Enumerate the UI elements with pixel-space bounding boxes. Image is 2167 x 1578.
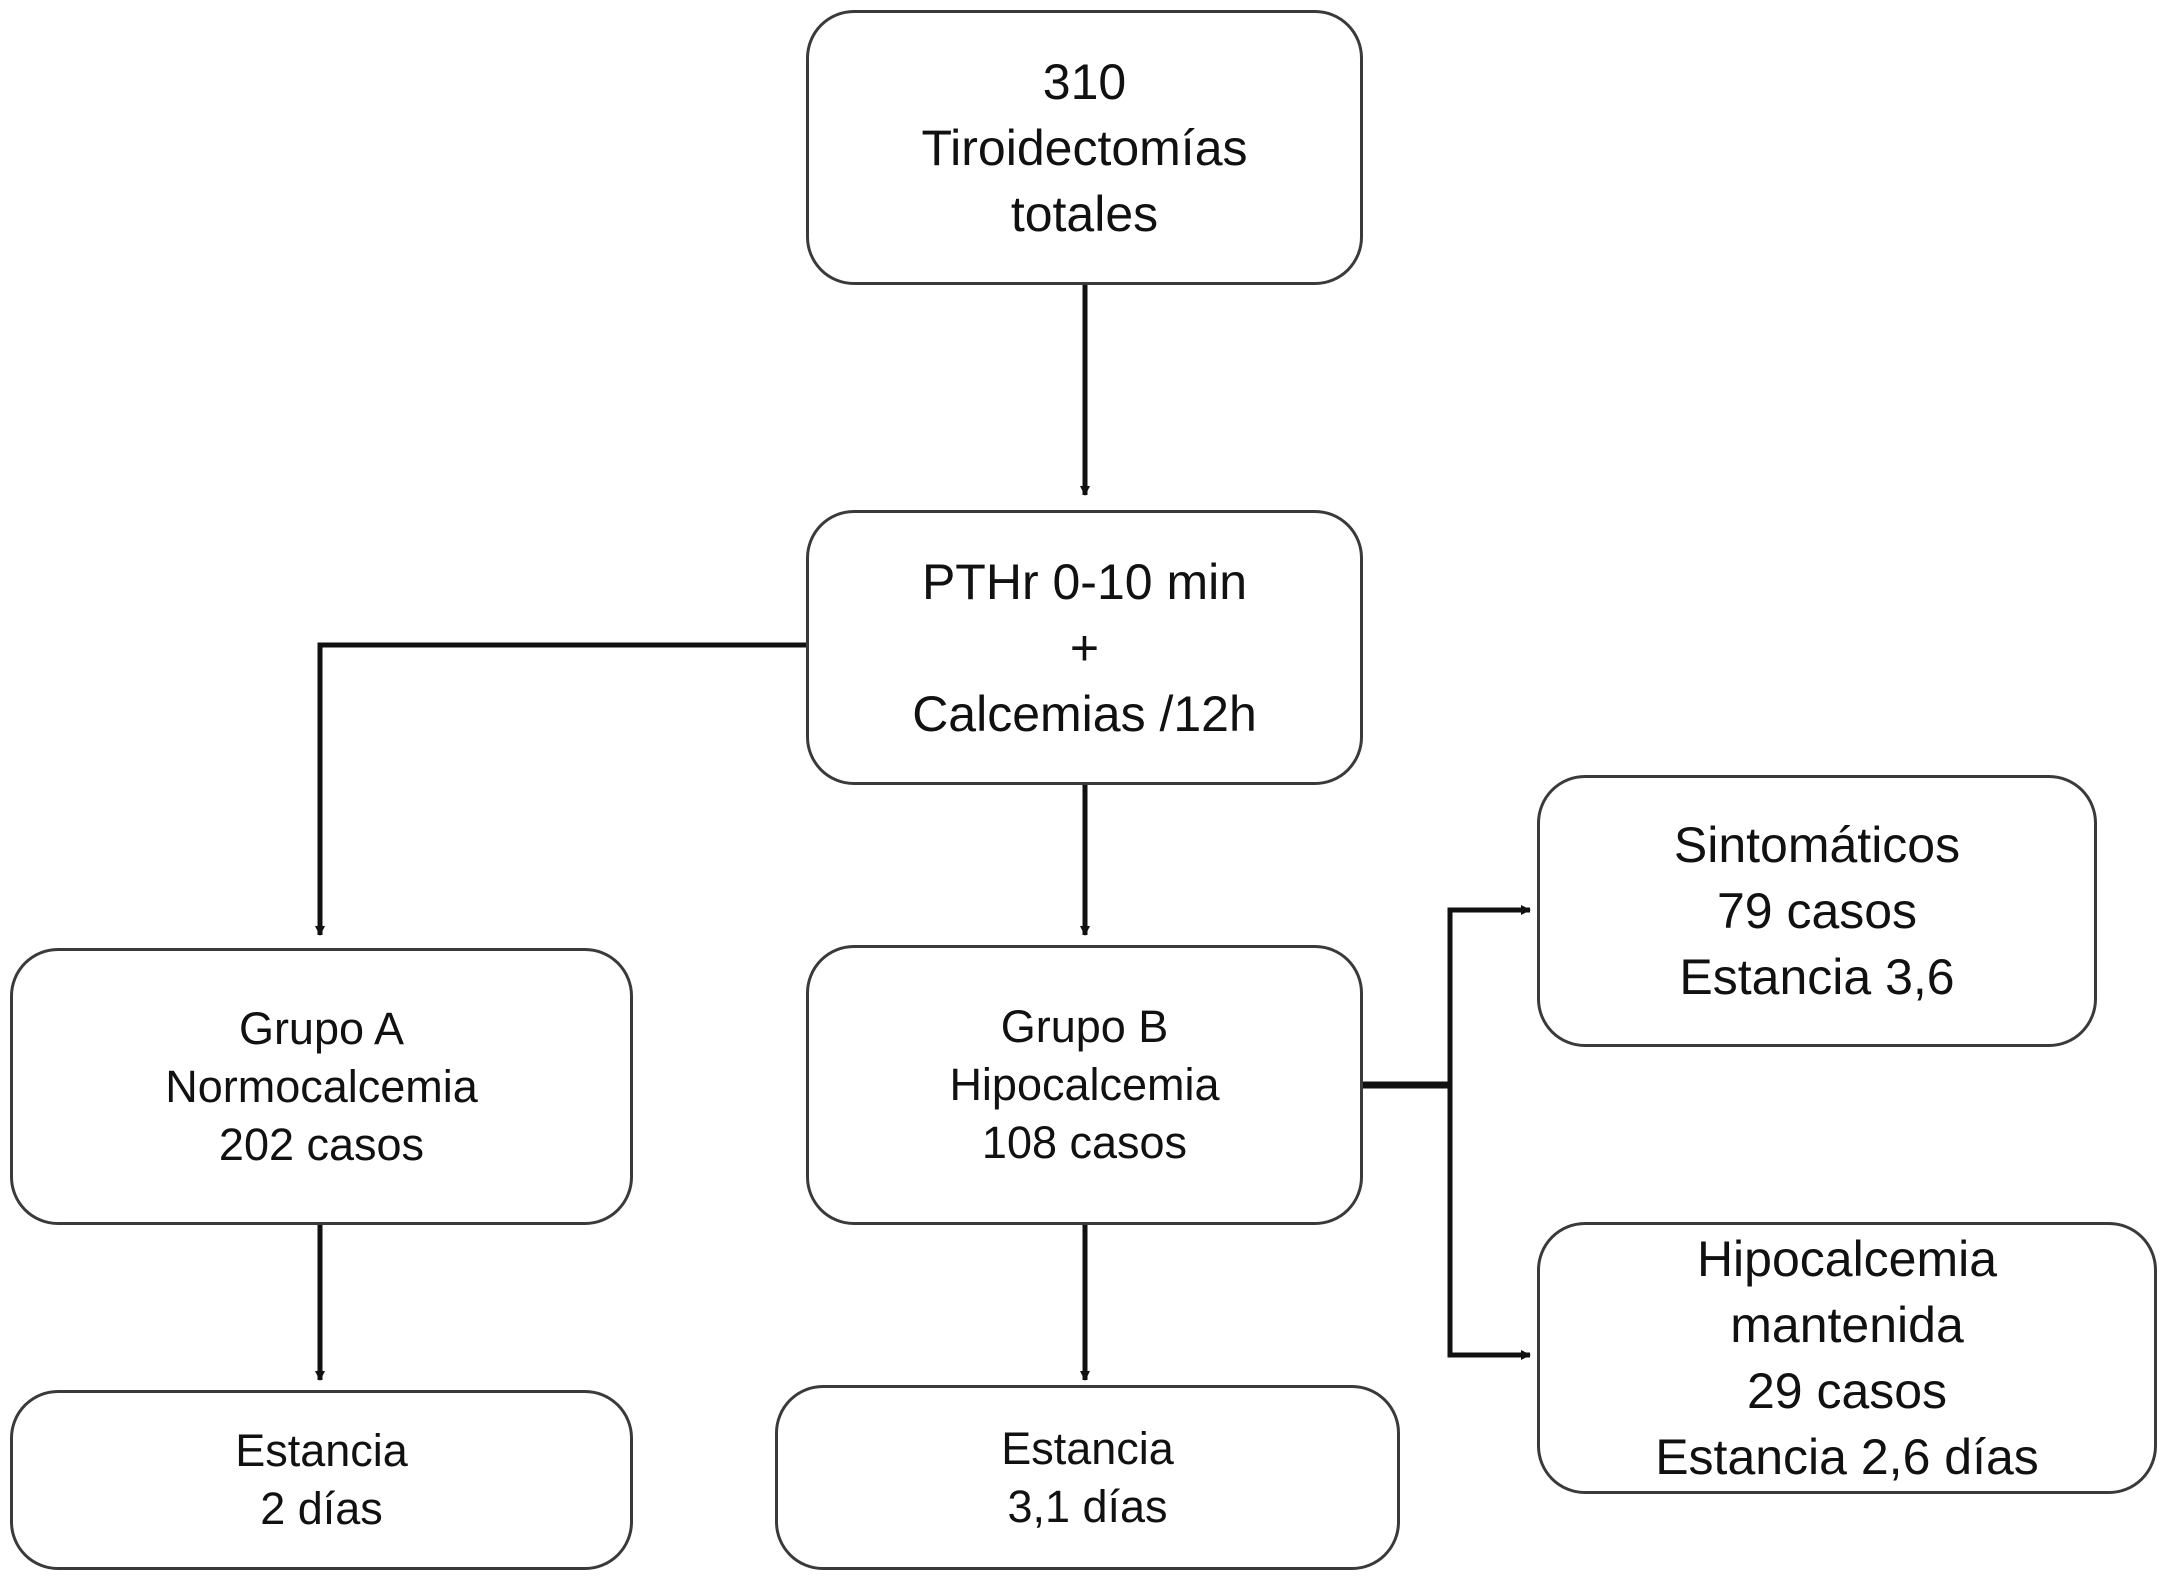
arrow-to-sintomaticos [1447, 905, 1531, 1085]
node-total-thyroidectomies: 310 Tiroidectomías totales [806, 10, 1363, 285]
node-line: Estancia 3,6 [1679, 949, 1955, 1005]
node-line: Estancia [235, 1425, 408, 1476]
node-line: Hipocalcemia [1696, 1231, 1998, 1287]
node-group-a: Grupo A Normocalcemia 202 casos [10, 948, 633, 1225]
node-line: 29 casos [1746, 1363, 1948, 1419]
node-line: Sintomáticos [1673, 817, 1961, 873]
node-line: PTHr 0-10 min [921, 553, 1248, 610]
node-line: Estancia 2,6 días [1655, 1429, 2039, 1485]
node-stay-a: Estancia 2 días [10, 1390, 633, 1570]
node-line: 310 [1042, 53, 1127, 110]
arrow-to-mantenida [1447, 1085, 1531, 1360]
node-hipocalcemia-mantenida: Hipocalcemia mantenida 29 casos Estancia… [1537, 1222, 2157, 1494]
node-line: + [1069, 619, 1100, 676]
node-line: Hipocalcemia [949, 1059, 1220, 1110]
node-line: 79 casos [1716, 883, 1918, 939]
node-line: totales [1010, 185, 1159, 242]
node-line: Grupo B [1000, 1001, 1169, 1052]
node-line: mantenida [1730, 1297, 1964, 1353]
node-line: Calcemias /12h [912, 685, 1257, 742]
node-line: Estancia [1001, 1422, 1174, 1474]
node-line: 202 casos [218, 1118, 425, 1170]
node-pth-calcemias: PTHr 0-10 min + Calcemias /12h [806, 510, 1363, 785]
node-line: Normocalcemia [165, 1060, 478, 1112]
node-line: 2 días [260, 1483, 383, 1534]
node-sintomaticos: Sintomáticos 79 casos Estancia 3,6 [1537, 775, 2097, 1047]
node-stay-b: Estancia 3,1 días [775, 1385, 1400, 1570]
node-line: 3,1 días [1007, 1480, 1168, 1532]
node-line: Grupo A [238, 1002, 405, 1054]
node-line: Tiroidectomías [921, 119, 1248, 176]
node-line: 108 casos [981, 1117, 1188, 1168]
node-group-b: Grupo B Hipocalcemia 108 casos [806, 945, 1363, 1225]
arrow-pth-to-group-a [315, 642, 806, 936]
